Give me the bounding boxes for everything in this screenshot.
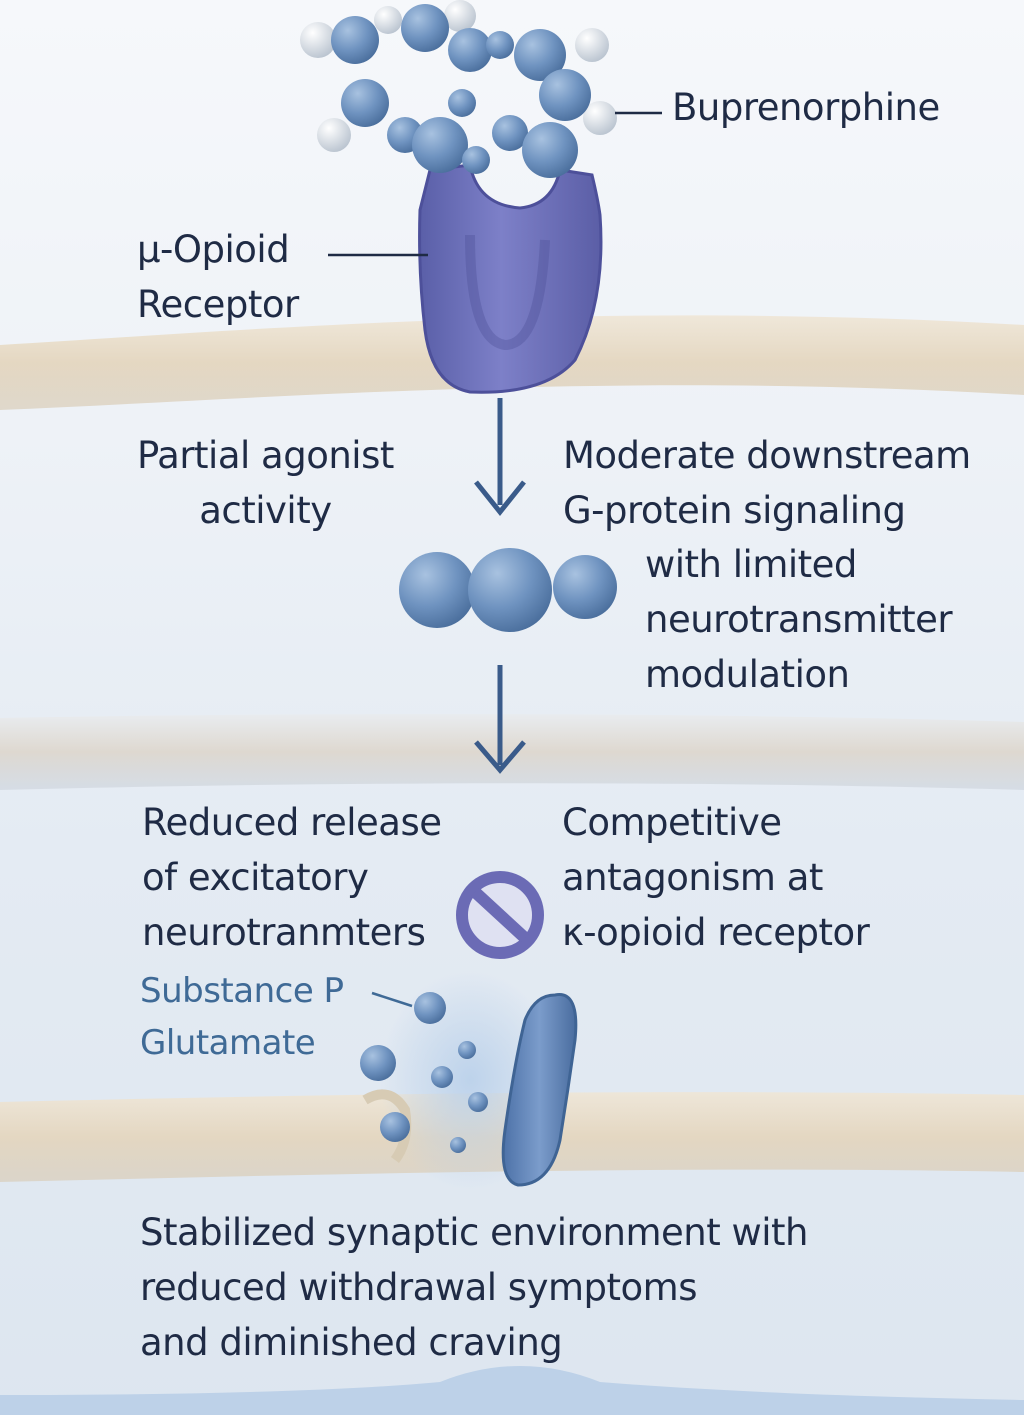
outcome-label: Stabilized synaptic environment with red… xyxy=(140,1211,809,1364)
g-protein-complex xyxy=(399,548,617,632)
mu-receptor-label: μ-Opioid Receptor xyxy=(137,228,299,326)
kappa-antagonism-label: Competitive antagonism at κ-opioid recep… xyxy=(562,801,870,954)
buprenorphine-molecule xyxy=(300,0,617,178)
vesicle-terminal xyxy=(362,1089,412,1163)
reduced-release-label: Reduced release of excitatory neurotranm… xyxy=(142,801,442,954)
neurotransmitter-names: Substance P Glutamate xyxy=(140,971,344,1063)
neurotransmitter-vesicles xyxy=(360,992,488,1153)
postsynaptic-cell xyxy=(0,1366,1024,1415)
partial-agonist-label: Partial agonist activity xyxy=(137,434,394,532)
arrow-1 xyxy=(474,398,526,517)
inhibition-icon xyxy=(456,871,544,959)
membrane-middle xyxy=(0,713,1024,790)
arrow-2 xyxy=(474,665,526,774)
kappa-opioid-receptor xyxy=(501,993,578,1187)
mu-opioid-receptor xyxy=(418,163,603,394)
substance-p-leader xyxy=(371,991,413,1008)
buprenorphine-label: Buprenorphine xyxy=(672,86,940,129)
modulation-label: with limited neurotransmitter modulation xyxy=(645,543,953,696)
downstream-signaling-label: Moderate downstream G-protein signaling xyxy=(563,434,971,532)
